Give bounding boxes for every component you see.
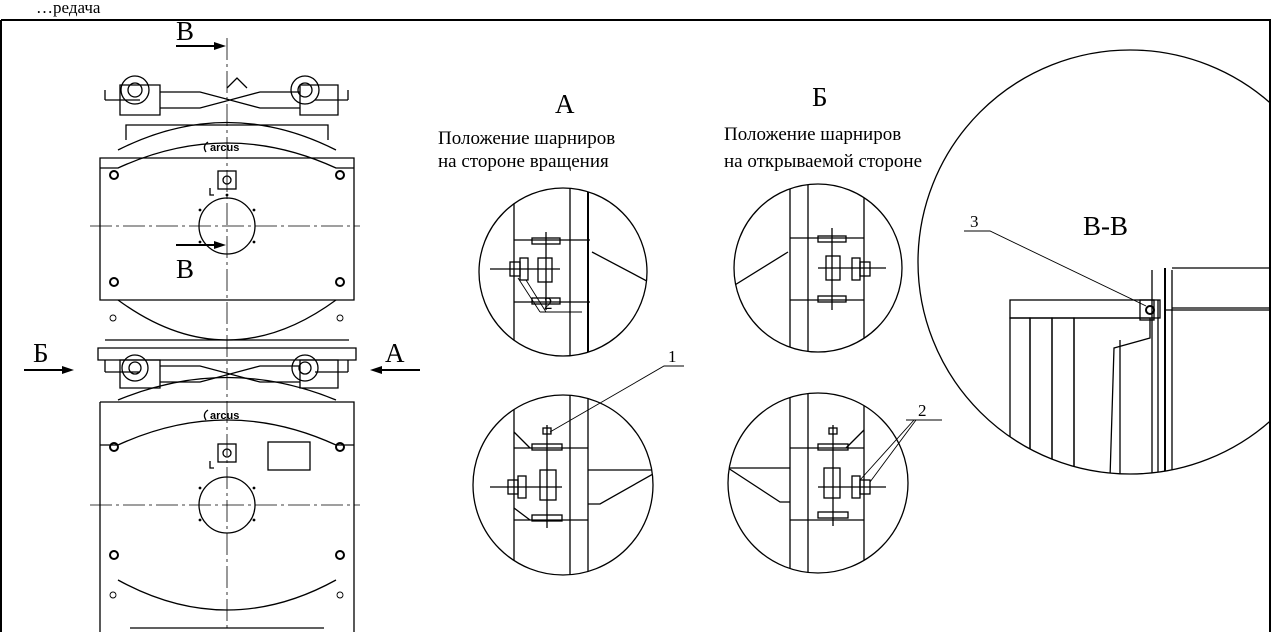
unit-stack-elevation: arcus arcu <box>24 16 420 632</box>
view-a-caption-1: Положение шарниров <box>438 128 615 149</box>
section-vv: В-В 3 <box>917 49 1271 475</box>
section-mark-v-top: В <box>176 16 194 46</box>
detail-a-lower: 1 <box>472 347 684 576</box>
lower-unit: arcus <box>90 347 360 632</box>
view-arrow-a: А <box>370 338 420 374</box>
view-a-title: А <box>555 89 575 119</box>
view-b-title: Б <box>812 82 828 112</box>
callout-2-view-a: 2 <box>544 294 553 313</box>
detail-b-lower: 2 <box>727 392 942 574</box>
callout-3: 3 <box>970 212 979 231</box>
view-b-caption-1: Положение шарниров <box>724 124 901 145</box>
detail-b-upper <box>733 183 903 353</box>
callout-2-view-b: 2 <box>918 401 927 420</box>
callout-1: 1 <box>668 347 677 366</box>
section-arrow-v-top: В <box>176 16 226 50</box>
section-vv-title: В-В <box>1083 211 1128 241</box>
upper-unit: arcus <box>90 75 360 341</box>
view-arrow-b: Б <box>24 338 74 374</box>
drawing-frame <box>0 19 1271 632</box>
view-b-caption-2: на открываемой стороне <box>724 151 922 172</box>
header-fragment: …редача <box>36 0 101 17</box>
view-mark-b: Б <box>33 338 49 368</box>
detail-a-upper: 2 <box>478 187 648 357</box>
section-mark-v-bottom: В <box>176 254 194 284</box>
view-b: Б Положение шарниров на открываемой стор… <box>724 82 942 574</box>
view-mark-a: А <box>385 338 405 368</box>
view-a-caption-2: на стороне вращения <box>438 151 609 172</box>
logo-upper: arcus <box>210 142 239 154</box>
logo-lower: arcus <box>210 410 239 422</box>
view-a: А Положение шарниров на стороне вращения… <box>438 89 684 576</box>
section-arrow-v-bottom: В <box>176 241 226 284</box>
